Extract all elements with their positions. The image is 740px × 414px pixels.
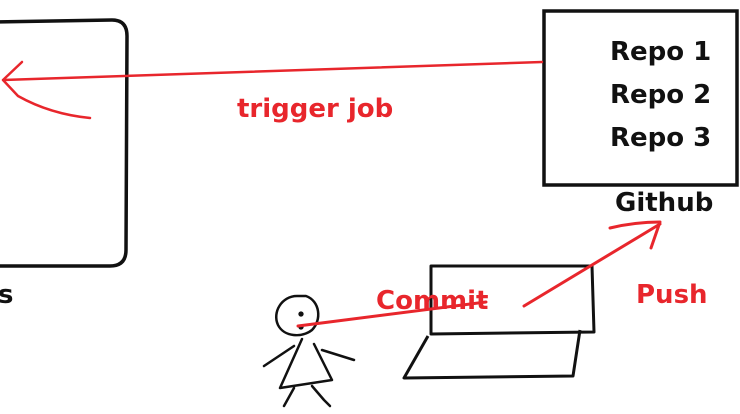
trigger-arrow-head bbox=[1, 60, 92, 120]
person-eye bbox=[298, 311, 304, 317]
repo-label-3: Repo 3 bbox=[610, 123, 712, 153]
person-leg-right bbox=[310, 384, 332, 408]
person-leg-left bbox=[282, 386, 296, 408]
person-head bbox=[275, 294, 320, 337]
repo-label-1: Repo 1 bbox=[610, 37, 712, 67]
person-arm-left bbox=[262, 344, 296, 368]
laptop-screen bbox=[429, 264, 596, 336]
jenkins-box bbox=[0, 18, 129, 268]
left-box-label: s bbox=[0, 280, 14, 310]
commit-label: Commit bbox=[376, 286, 489, 316]
commit-arrow-line bbox=[296, 300, 488, 328]
push-label: Push bbox=[636, 280, 708, 310]
laptop-base bbox=[402, 329, 582, 380]
github-box bbox=[542, 9, 739, 187]
person-arm-right bbox=[320, 348, 356, 362]
person-figure bbox=[262, 294, 356, 408]
repo-label-2: Repo 2 bbox=[610, 80, 712, 110]
trigger-arrow-line bbox=[1, 60, 544, 82]
github-caption: Github bbox=[615, 188, 714, 218]
push-arrow-head bbox=[608, 220, 662, 250]
person-body bbox=[278, 337, 334, 390]
trigger-job-label: trigger job bbox=[237, 94, 394, 124]
push-arrow-line bbox=[522, 222, 662, 308]
